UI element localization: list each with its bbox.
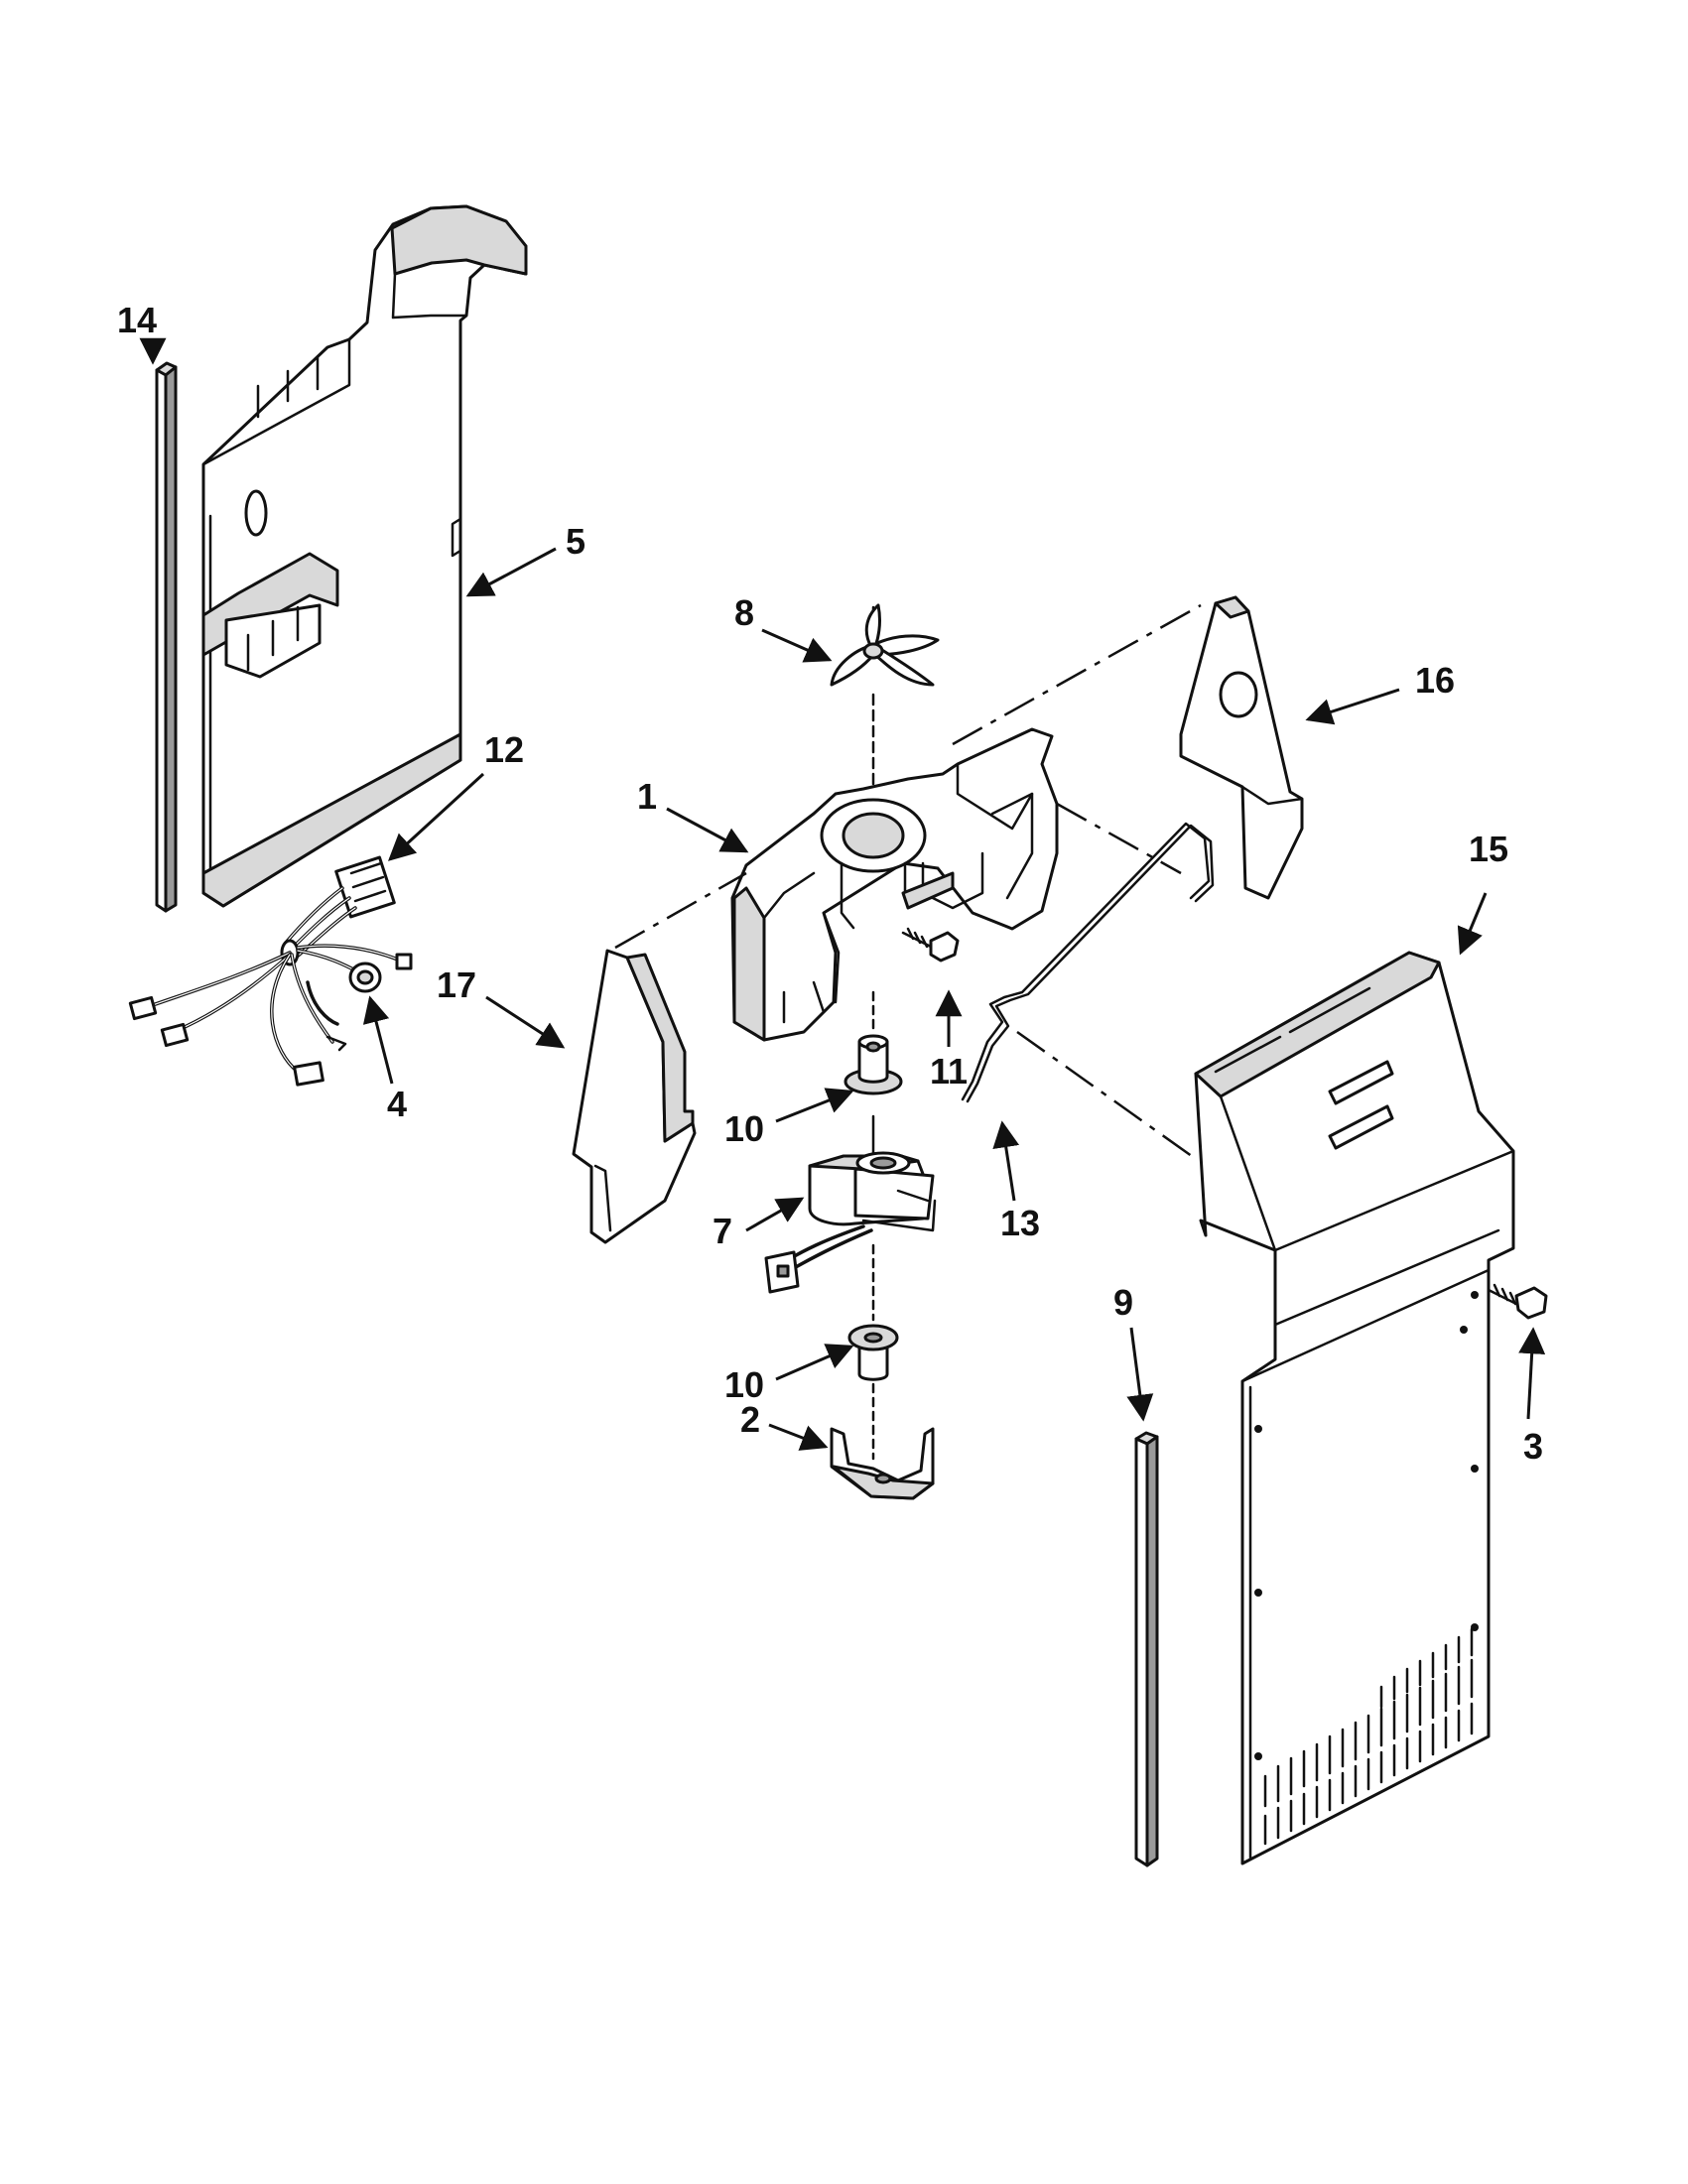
- callout-16: 16: [1415, 660, 1455, 701]
- callout-7: 7: [713, 1211, 732, 1251]
- leader-lines: [139, 337, 1546, 1451]
- part-15-vent-cover: [1194, 951, 1515, 1865]
- part-9-strip: [1134, 1431, 1159, 1867]
- part-10-upper-mount: [844, 990, 903, 1095]
- part-4-grommet: [348, 962, 382, 993]
- part-7-fan-motor: [764, 1114, 937, 1322]
- callout-3: 3: [1523, 1426, 1543, 1467]
- part-10-lower-mount: [847, 1324, 899, 1381]
- assembly-lines: [614, 603, 1202, 1161]
- callout-labels: 14 5 12 4 8 1 16 15 17 11 10 13 7 10 2 9…: [117, 300, 1543, 1467]
- vent-slots: [1263, 1627, 1474, 1846]
- callout-15: 15: [1469, 829, 1508, 869]
- part-12-wire-harness: [128, 855, 413, 1087]
- callout-8: 8: [734, 592, 754, 633]
- part-5-duct-panel: [201, 204, 528, 908]
- part-16-right-cover: [1179, 595, 1304, 900]
- callout-1: 1: [637, 776, 657, 817]
- callout-9: 9: [1113, 1282, 1133, 1323]
- callout-4: 4: [387, 1084, 407, 1124]
- part-3-screw: [1487, 1283, 1548, 1320]
- callout-17: 17: [437, 964, 476, 1005]
- part-14-strip: [155, 361, 178, 913]
- callout-13: 13: [1000, 1203, 1040, 1243]
- callout-11: 11: [930, 1051, 968, 1092]
- callout-10-upper: 10: [724, 1108, 764, 1149]
- callout-2: 2: [740, 1399, 760, 1440]
- part-1-fan-housing: [730, 727, 1059, 1042]
- part-17-left-cover: [572, 949, 697, 1244]
- part-13-wire-bracket: [961, 822, 1215, 1103]
- part-11-screw: [901, 927, 960, 963]
- callout-5: 5: [566, 521, 585, 562]
- callout-14: 14: [117, 300, 157, 340]
- callout-10-lower: 10: [724, 1364, 764, 1405]
- part-2-motor-bracket: [830, 1382, 935, 1500]
- callout-12: 12: [484, 729, 524, 770]
